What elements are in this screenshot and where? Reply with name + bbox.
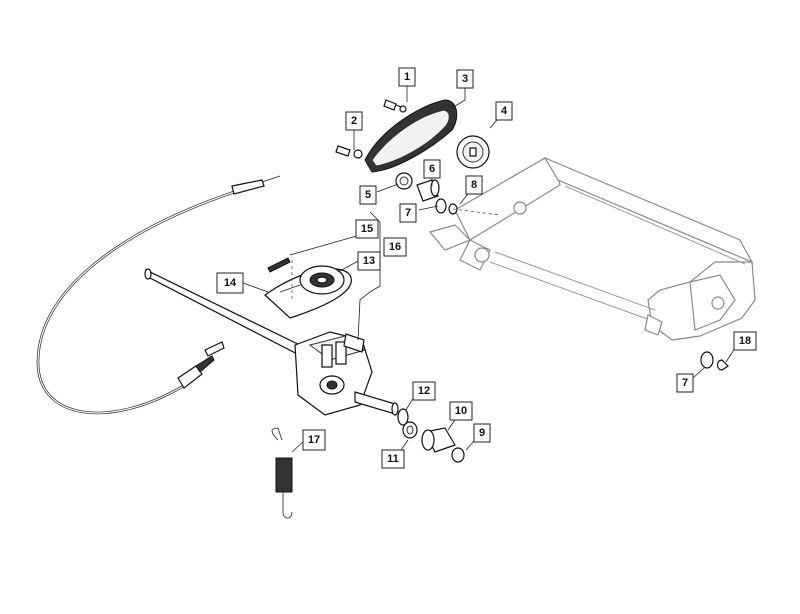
chassis-frame [428, 156, 756, 341]
callout-18: 18 [733, 331, 757, 351]
callout-9: 9 [473, 423, 491, 443]
callout-14-label: 14 [224, 277, 237, 289]
drive-chain [364, 99, 458, 173]
cap-9 [451, 447, 465, 463]
bearing-11 [402, 421, 418, 439]
control-cable [36, 175, 281, 415]
sprocket-large [456, 135, 490, 169]
callout-11-label: 11 [387, 453, 399, 465]
callout-16: 16 [383, 237, 407, 257]
callout-1-label: 1 [404, 71, 410, 83]
callout-labels: 1 2 3 4 5 6 7 8 [216, 67, 757, 469]
callout-17-label: 17 [308, 434, 320, 446]
callout-16-label: 16 [389, 241, 401, 253]
callout-12-label: 12 [418, 385, 430, 397]
spring-17 [271, 427, 293, 519]
callout-12: 12 [412, 381, 436, 401]
callout-3-label: 3 [462, 73, 468, 85]
chain-axis-guide [452, 208, 501, 216]
callout-2-label: 2 [351, 115, 357, 127]
washer-7-right [700, 351, 714, 369]
callout-10-label: 10 [455, 405, 467, 417]
callout-7b-label: 7 [682, 377, 688, 389]
gearbox-assembly [294, 331, 399, 416]
bushing-6 [416, 179, 440, 202]
sprocket-small [395, 172, 413, 190]
wheel-hub-10 [421, 427, 456, 453]
clip-18 [716, 359, 729, 371]
callout-7a-label: 7 [405, 207, 411, 219]
callout-14: 14 [216, 272, 244, 294]
callout-7a: 7 [399, 203, 417, 223]
callout-2: 2 [345, 111, 363, 131]
callout-17: 17 [302, 429, 326, 451]
callout-4-label: 4 [501, 105, 508, 117]
callout-9-label: 9 [479, 427, 485, 439]
callout-5: 5 [359, 185, 377, 205]
callout-13: 13 [357, 251, 381, 271]
callout-7b: 7 [676, 373, 694, 393]
ring-12 [397, 408, 409, 426]
pin-part [267, 257, 291, 273]
callout-5-label: 5 [365, 189, 371, 201]
callout-13-label: 13 [363, 255, 375, 267]
callout-1: 1 [398, 67, 416, 87]
screw-2 [335, 145, 363, 159]
callout-3: 3 [456, 69, 474, 89]
callout-8: 8 [465, 175, 483, 195]
callout-8-label: 8 [471, 179, 477, 191]
callout-18-label: 18 [739, 335, 751, 347]
callout-15: 15 [355, 219, 379, 239]
callout-15-label: 15 [361, 223, 373, 235]
screw-1 [383, 99, 407, 113]
callout-6-label: 6 [429, 163, 435, 175]
washers-7-8 [435, 198, 458, 215]
callout-6: 6 [423, 159, 441, 179]
callout-11: 11 [381, 449, 405, 469]
callout-4: 4 [495, 101, 513, 121]
callout-10: 10 [449, 401, 473, 421]
pulley-and-belt [264, 265, 352, 319]
